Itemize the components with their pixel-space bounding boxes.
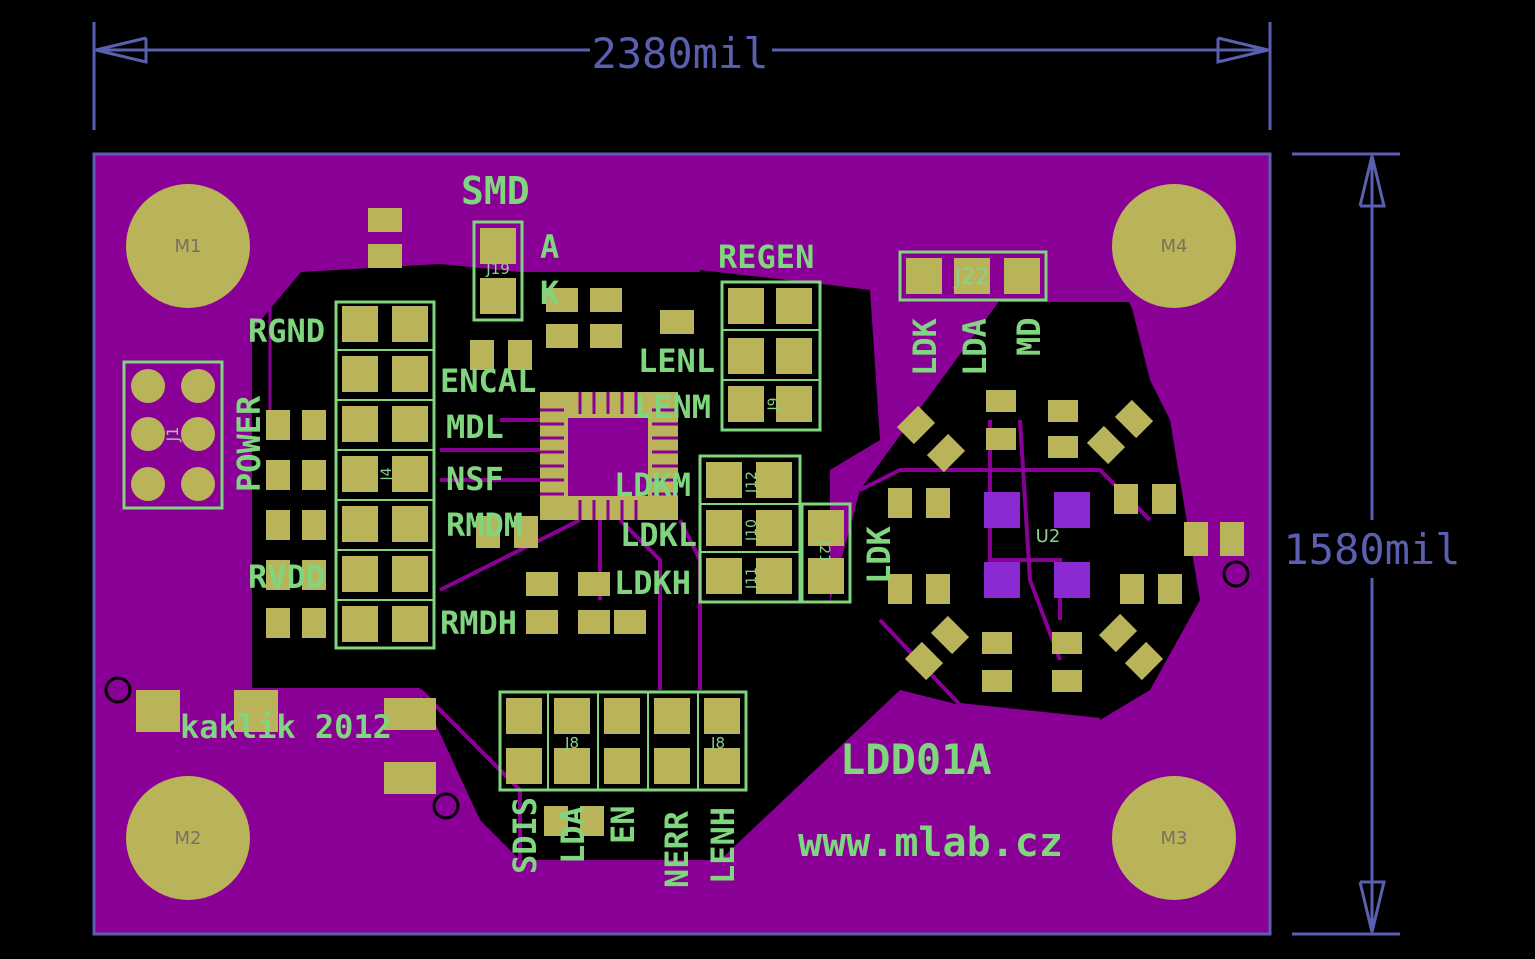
label-lenm: LENM bbox=[634, 388, 711, 426]
jumper-column-right bbox=[720, 280, 822, 432]
label-sdis: SDIS bbox=[506, 797, 544, 874]
laser-diode-u2 bbox=[888, 390, 1244, 692]
width-dimension-label: 2380mil bbox=[591, 29, 768, 78]
smd-jumper-j19 bbox=[472, 220, 524, 322]
label-k: K bbox=[540, 274, 560, 312]
mounting-hole-m4-label: M4 bbox=[1161, 236, 1188, 257]
mounting-hole-m4 bbox=[1112, 184, 1236, 308]
mounting-hole-m3-label: M3 bbox=[1161, 828, 1188, 849]
mounting-hole-m3 bbox=[1112, 776, 1236, 900]
label-lda-bottom: LDA bbox=[554, 806, 592, 864]
label-ldkh: LDKH bbox=[614, 564, 691, 602]
label-mdl: MDL bbox=[446, 408, 504, 446]
label-rvdd: RVDD bbox=[248, 558, 325, 596]
jumper-row-bottom bbox=[498, 690, 748, 836]
smd-pads-center bbox=[470, 288, 694, 634]
label-nsf: NSF bbox=[446, 460, 504, 498]
label-ldkm: LDKM bbox=[614, 466, 691, 504]
jumper-ldk-group bbox=[698, 454, 852, 604]
label-rmdh: RMDH bbox=[440, 604, 517, 642]
label-lda: LDA bbox=[956, 318, 994, 376]
mounting-holes bbox=[126, 184, 1236, 900]
smd-pads-left bbox=[266, 208, 402, 638]
label-author: kaklik 2012 bbox=[180, 708, 392, 746]
label-ldk: LDK bbox=[906, 317, 944, 376]
jumper-j4-ref: J4 bbox=[379, 467, 395, 481]
jumper-j8-ref-2: J8 bbox=[710, 734, 725, 752]
jumper-j19-ref: J19 bbox=[485, 260, 510, 278]
label-en: EN bbox=[604, 805, 642, 844]
power-connector-ref: J1 bbox=[163, 427, 182, 443]
label-regen: REGEN bbox=[718, 238, 814, 276]
power-connector bbox=[122, 360, 224, 510]
connector-j22-ref: J22 bbox=[953, 265, 989, 290]
connector-j22 bbox=[898, 250, 1048, 302]
label-ldkl: LDKL bbox=[620, 516, 697, 554]
label-lenh: LENH bbox=[704, 807, 742, 884]
mounting-hole-m2-label: M2 bbox=[175, 828, 202, 849]
mounting-hole-m1-label: M1 bbox=[175, 236, 202, 257]
jumper-column bbox=[334, 300, 436, 650]
label-lenl: LENL bbox=[638, 342, 715, 380]
ic-qfn bbox=[540, 392, 678, 520]
label-a: A bbox=[540, 228, 559, 266]
label-encal: ENCAL bbox=[440, 362, 536, 400]
smd-pads-bottom-left bbox=[136, 690, 436, 794]
label-nerr: NERR bbox=[658, 810, 696, 888]
jumper-j21-ref: J21 bbox=[816, 540, 832, 563]
label-board-title: LDD01A bbox=[840, 735, 992, 784]
label-power: POWER bbox=[230, 395, 268, 492]
label-url: www.mlab.cz bbox=[798, 820, 1063, 866]
label-ldk-side: LDK bbox=[860, 525, 898, 584]
laser-diode-u2-ref: U2 bbox=[1036, 526, 1061, 547]
label-md: MD bbox=[1010, 317, 1048, 356]
label-smd: SMD bbox=[461, 169, 530, 213]
jumper-j9-ref: J9 bbox=[766, 397, 782, 411]
height-dimension-label: 1580mil bbox=[1283, 525, 1460, 574]
jumper-j10-ref: J10 bbox=[744, 519, 760, 542]
label-rgnd: RGND bbox=[248, 312, 325, 350]
mounting-hole-m1 bbox=[126, 184, 250, 308]
dimension-annotations bbox=[92, 22, 1400, 936]
mounting-hole-m2 bbox=[126, 776, 250, 900]
jumper-j12-ref: J12 bbox=[744, 471, 760, 494]
jumper-j11-ref: J11 bbox=[744, 567, 760, 590]
label-rmdm: RMDM bbox=[446, 506, 523, 544]
jumper-j8-ref-1: J8 bbox=[564, 734, 579, 752]
